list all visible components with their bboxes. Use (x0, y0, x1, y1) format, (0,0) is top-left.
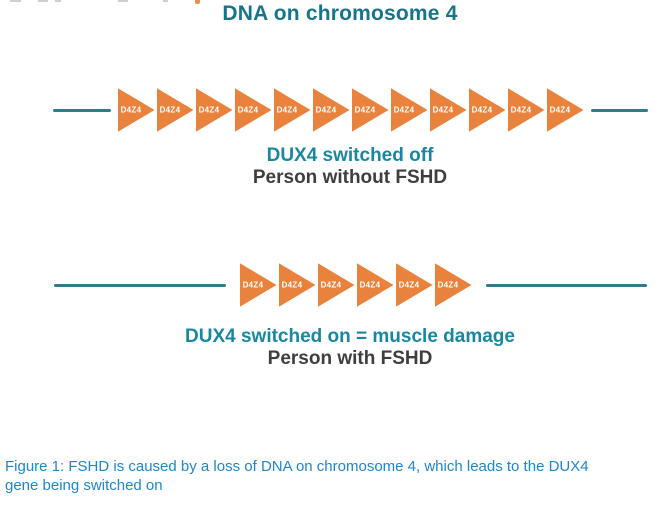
d4z4-repeat-label: D4Z4 (393, 105, 415, 115)
figure-caption-line1: Figure 1: FSHD is caused by a loss of DN… (5, 458, 589, 475)
d4z4-repeat-arrow: D4Z4 (312, 88, 350, 132)
d4z4-repeat-label: D4Z4 (359, 280, 381, 290)
d4z4-repeat-arrow: D4Z4 (351, 88, 389, 132)
d4z4-repeat-arrow: D4Z4 (507, 88, 545, 132)
person-label-with-fshd: Person with FSHD (267, 348, 433, 369)
d4z4-repeat-arrow: D4Z4 (234, 88, 272, 132)
artifact-dash (38, 0, 48, 2)
d4z4-repeat-label: D4Z4 (315, 105, 337, 115)
d4z4-repeat-label: D4Z4 (198, 105, 220, 115)
d4z4-repeat-label: D4Z4 (354, 105, 376, 115)
d4z4-repeat-arrow: D4Z4 (356, 263, 394, 307)
artifact-dash (163, 0, 168, 2)
cropped-content-artifacts (0, 0, 670, 6)
d4z4-repeat-array: D4Z4 D4Z4 D4Z4 D4Z4 D4Z4 D4Z4 (239, 263, 472, 307)
d4z4-repeat-label: D4Z4 (120, 105, 142, 115)
artifact-orange-fragment (195, 0, 200, 4)
d4z4-repeat-arrow: D4Z4 (117, 88, 155, 132)
figure-caption-line2: gene being switched on (5, 477, 163, 494)
d4z4-repeat-label: D4Z4 (549, 105, 571, 115)
d4z4-repeat-arrow: D4Z4 (390, 88, 428, 132)
chromosome-line-right (485, 283, 647, 287)
person-label-without-fshd: Person without FSHD (252, 167, 448, 188)
d4z4-repeat-arrow: D4Z4 (278, 263, 316, 307)
d4z4-repeat-arrow: D4Z4 (429, 88, 467, 132)
d4z4-repeat-arrow: D4Z4 (434, 263, 472, 307)
d4z4-repeat-label: D4Z4 (398, 280, 420, 290)
dux4-status-label-with-fshd: DUX4 switched on = muscle damage (185, 326, 515, 347)
artifact-dash (55, 0, 61, 2)
d4z4-repeat-label: D4Z4 (437, 280, 459, 290)
d4z4-repeat-label: D4Z4 (281, 280, 303, 290)
d4z4-repeat-label: D4Z4 (320, 280, 342, 290)
chromosome-line-left (53, 283, 226, 287)
d4z4-repeat-array: D4Z4 D4Z4 D4Z4 D4Z4 D4Z4 D4Z4 D4Z4 D4Z4 D4Z4 D4Z4… (117, 88, 584, 132)
d4z4-repeat-arrow: D4Z4 (546, 88, 584, 132)
d4z4-repeat-arrow: D4Z4 (195, 88, 233, 132)
d4z4-repeat-label: D4Z4 (432, 105, 454, 115)
dux4-status-label-without-fshd: DUX4 switched off (266, 145, 434, 166)
d4z4-repeat-label: D4Z4 (237, 105, 259, 115)
chromosome-row-without-fshd: D4Z4 D4Z4 D4Z4 D4Z4 D4Z4 D4Z4 D4Z4 D4Z4 D4Z4 D4Z4… (0, 87, 670, 133)
d4z4-repeat-arrow: D4Z4 (239, 263, 277, 307)
d4z4-repeat-label: D4Z4 (242, 280, 264, 290)
chromosome-line-right (590, 108, 648, 112)
chromosome-row-with-fshd: D4Z4 D4Z4 D4Z4 D4Z4 D4Z4 D4Z4 (0, 262, 670, 308)
d4z4-repeat-label: D4Z4 (471, 105, 493, 115)
d4z4-repeat-label: D4Z4 (276, 105, 298, 115)
diagram-title: DNA on chromosome 4 (222, 2, 458, 25)
figure-caption: Figure 1: FSHD is caused by a loss of DN… (5, 457, 660, 495)
d4z4-repeat-arrow: D4Z4 (273, 88, 311, 132)
d4z4-repeat-arrow: D4Z4 (317, 263, 355, 307)
d4z4-repeat-arrow: D4Z4 (468, 88, 506, 132)
d4z4-repeat-arrow: D4Z4 (156, 88, 194, 132)
chromosome-line-left (52, 108, 111, 112)
artifact-dash (118, 0, 128, 2)
d4z4-repeat-label: D4Z4 (159, 105, 181, 115)
d4z4-repeat-label: D4Z4 (510, 105, 532, 115)
artifact-dash (10, 0, 21, 2)
d4z4-repeat-arrow: D4Z4 (395, 263, 433, 307)
